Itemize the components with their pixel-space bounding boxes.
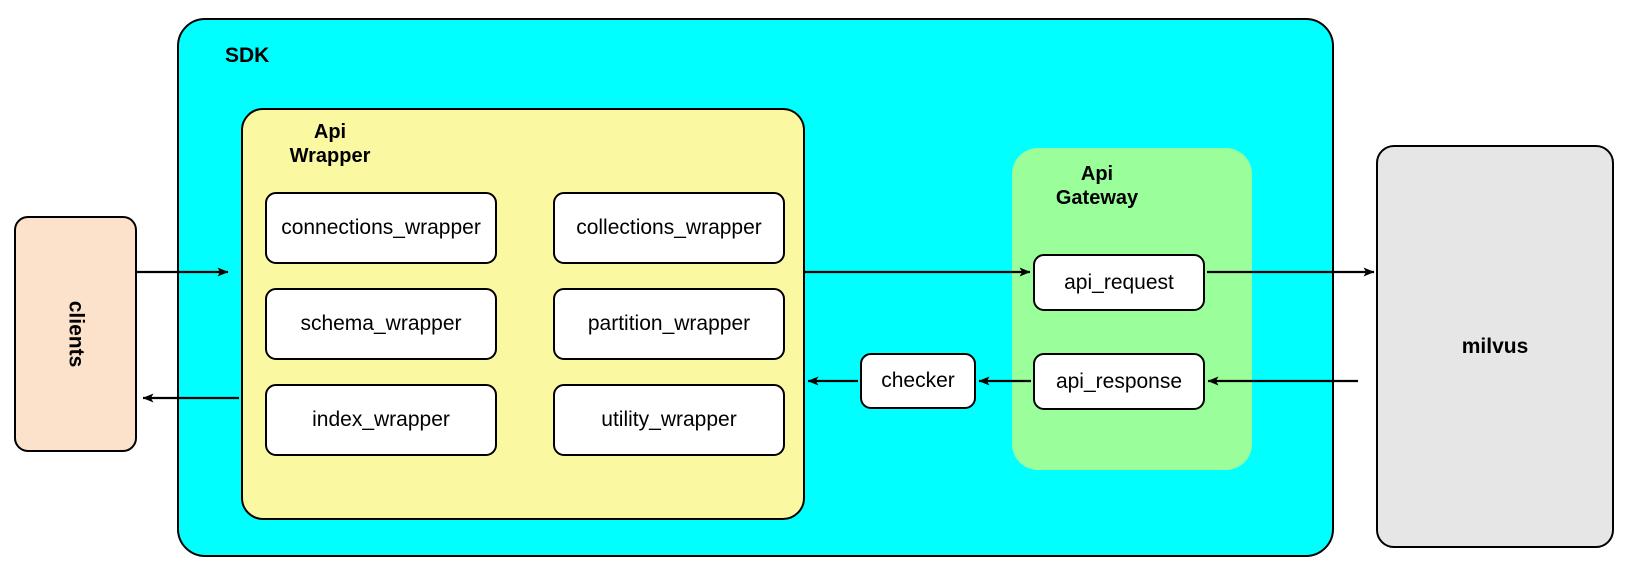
wrapper-cell-collections[interactable]: collections_wrapper	[553, 192, 785, 264]
api-wrapper-label: Api Wrapper	[289, 121, 371, 167]
wrapper-cell-utility[interactable]: utility_wrapper	[553, 384, 785, 456]
clients-label: clients	[64, 300, 88, 368]
sdk-label: SDK	[225, 44, 270, 67]
wrapper-cell-schema[interactable]: schema_wrapper	[265, 288, 497, 360]
clients-node[interactable]: clients	[14, 216, 137, 452]
api-request-node[interactable]: api_request	[1033, 254, 1205, 311]
milvus-node[interactable]: milvus	[1376, 145, 1614, 548]
api-response-node[interactable]: api_response	[1033, 353, 1205, 410]
checker-node[interactable]: checker	[860, 353, 976, 409]
api-gateway-label: Api Gateway	[1055, 163, 1139, 209]
wrapper-cell-index[interactable]: index_wrapper	[265, 384, 497, 456]
wrapper-cell-connections[interactable]: connections_wrapper	[265, 192, 497, 264]
wrapper-cell-partition[interactable]: partition_wrapper	[553, 288, 785, 360]
